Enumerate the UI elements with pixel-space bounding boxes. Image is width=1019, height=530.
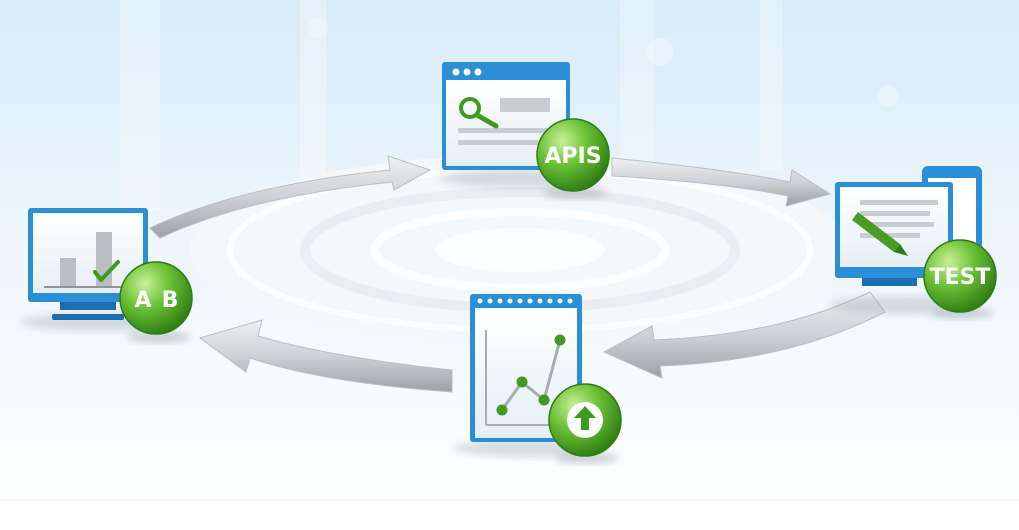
- arrow-test-to-analytics: [602, 291, 886, 379]
- test-node: TEST: [830, 166, 997, 319]
- light-streaks: [120, 0, 898, 210]
- test-badge: [923, 239, 997, 313]
- upload-arrow-icon: [567, 402, 603, 438]
- apis-node: APIS: [440, 62, 610, 199]
- ab-badge-label-b: B: [162, 288, 179, 313]
- arrow-ab-to-apis: [149, 155, 432, 239]
- analytics-node: [455, 294, 622, 464]
- floor-rings: [190, 155, 850, 345]
- bar-a: [60, 258, 76, 286]
- checkmark-icon: [93, 260, 120, 282]
- report-binding-rings: [477, 298, 573, 304]
- pen-icon: [852, 212, 900, 252]
- test-badge-label: TEST: [930, 265, 991, 290]
- ab-node: A B: [20, 208, 193, 343]
- apis-badge-label: APIS: [544, 144, 601, 169]
- ab-badge-label-a: A: [134, 288, 151, 313]
- magnifier-icon: [459, 97, 499, 129]
- arrow-apis-to-test: [611, 157, 832, 207]
- trend-line: [500, 339, 562, 411]
- apis-badge: [536, 118, 610, 192]
- arrow-analytics-to-ab: [198, 319, 453, 393]
- ab-badge: [119, 261, 193, 335]
